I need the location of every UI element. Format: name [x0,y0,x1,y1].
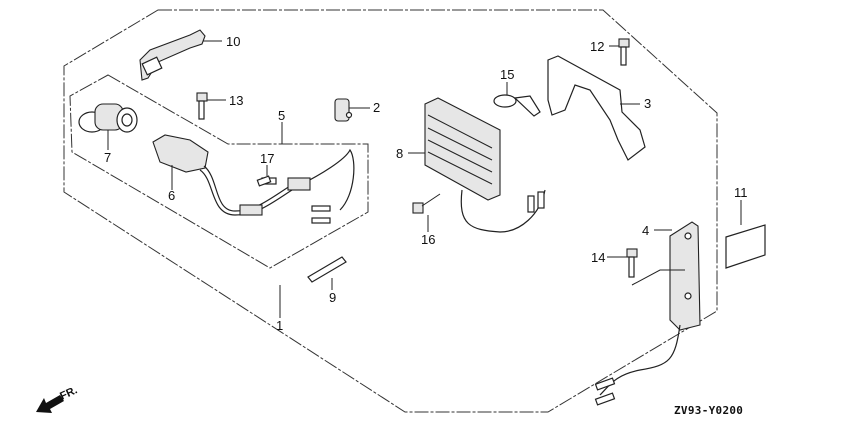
callout-8[interactable]: 8 [396,146,403,161]
bolt-12-part[interactable] [618,38,630,66]
callout-5[interactable]: 5 [278,108,285,123]
fuse-part[interactable] [256,175,272,187]
callout-11[interactable]: 11 [734,185,748,200]
harness-subassembly-outline [69,74,369,269]
diagram-code: ZV93-Y0200 [674,404,743,417]
label-plate-part[interactable] [307,256,347,283]
callout-2[interactable]: 2 [373,100,380,115]
callout-14[interactable]: 14 [591,250,605,265]
switch-panel-part[interactable] [594,221,701,406]
leader-lines [107,40,742,318]
label-sticker-part[interactable] [725,224,766,269]
callout-1[interactable]: 1 [276,318,283,333]
callout-17[interactable]: 17 [260,151,274,166]
bolt-13-part[interactable] [196,92,208,120]
kit-outline [63,9,718,413]
fuse-holder-part[interactable] [152,134,209,173]
front-label: FR. [58,384,79,402]
callout-7[interactable]: 7 [104,150,111,165]
cable-band-part[interactable] [493,94,541,117]
bracket-part[interactable] [547,55,646,161]
bolt-14-part[interactable] [626,248,685,286]
front-direction-indicator: FR. [36,384,79,413]
clip-part[interactable] [334,98,353,122]
callout-4[interactable]: 4 [642,223,649,238]
arrow-left-down-icon [36,395,64,413]
bolt-16-part[interactable] [412,193,441,214]
callout-3[interactable]: 3 [644,96,651,111]
regulator-part[interactable] [424,97,546,233]
wire-harness-part[interactable] [199,148,355,224]
rubber-cap-part[interactable] [139,29,206,81]
callout-9[interactable]: 9 [329,290,336,305]
callout-16[interactable]: 16 [421,232,435,247]
callout-12[interactable]: 12 [590,39,604,54]
callout-6[interactable]: 6 [168,188,175,203]
callout-15[interactable]: 15 [500,67,514,82]
socket-part[interactable] [78,103,138,133]
callout-13[interactable]: 13 [229,93,243,108]
callout-10[interactable]: 10 [226,34,240,49]
